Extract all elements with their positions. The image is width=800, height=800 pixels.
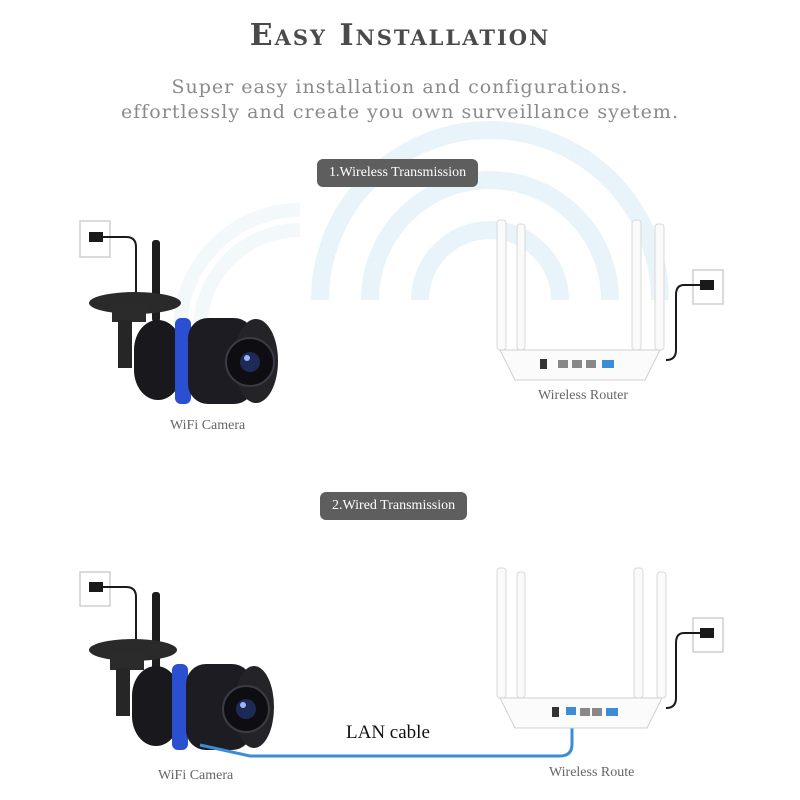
camera-label-1: WiFi Camera	[170, 418, 246, 433]
wifi-waves	[311, 121, 669, 301]
router-label-1: Wireless Router	[538, 388, 629, 403]
wifi-camera-icon-1	[89, 240, 278, 404]
wired-transmission-badge: 2.Wired Transmission	[320, 492, 468, 520]
page-title: Easy Installation	[249, 18, 551, 53]
wall-socket-icon-2	[665, 269, 724, 361]
lan-cable-label: LAN cable	[346, 722, 430, 743]
lan-cable	[199, 712, 574, 758]
wifi-camera-icon-2	[89, 592, 274, 750]
subtitle-line-1: Super easy installation and configuratio…	[171, 76, 629, 98]
subtitle-line-2: effortlessly and create you own surveill…	[121, 101, 679, 123]
wireless-transmission-badge: 1.Wireless Transmission	[317, 159, 479, 187]
wall-socket-icon-1	[79, 220, 137, 300]
router-label-2: Wireless Route	[549, 765, 635, 780]
wireless-router-icon-2	[496, 567, 667, 729]
camera-label-2: WiFi Camera	[158, 768, 234, 783]
wall-socket-icon-3	[79, 571, 137, 640]
wireless-router-icon-1	[496, 219, 665, 381]
wall-socket-icon-4	[665, 617, 724, 709]
